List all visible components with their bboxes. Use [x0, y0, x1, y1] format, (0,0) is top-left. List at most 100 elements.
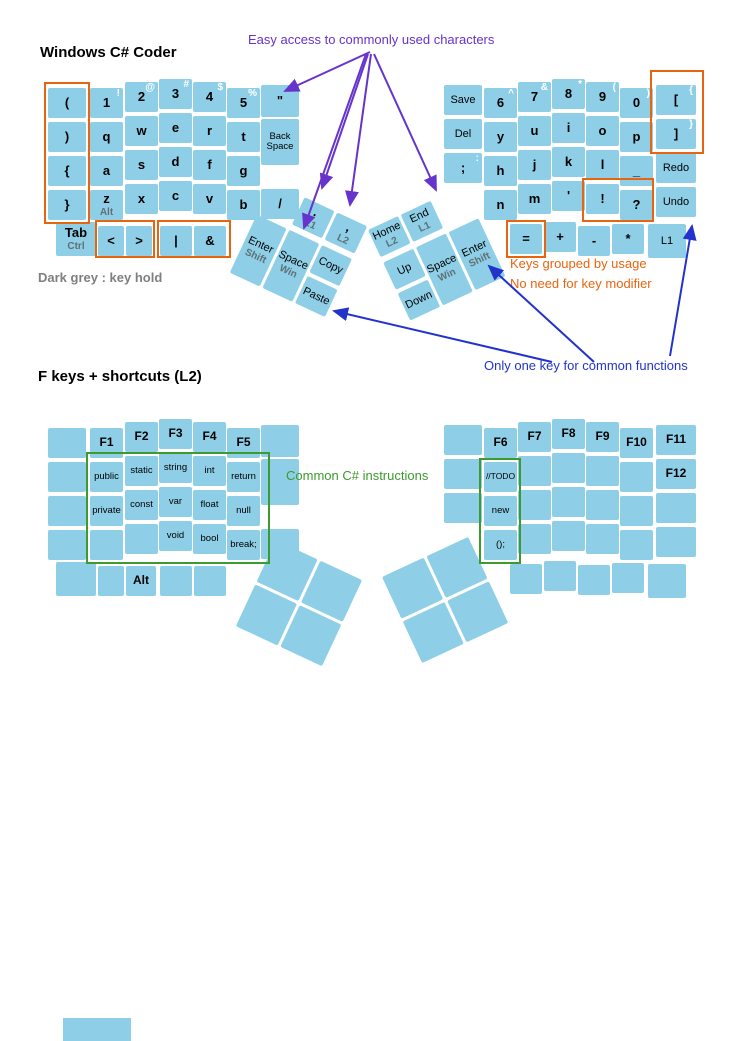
key-private: private	[90, 496, 123, 526]
highlight-csharp-right	[479, 458, 521, 564]
layer1-title: Windows C# Coder	[40, 44, 177, 61]
blank-key	[194, 566, 226, 596]
key-less-than: <	[98, 226, 124, 256]
blank-key	[552, 453, 585, 483]
key-f11: F11	[656, 425, 696, 455]
key-label: static	[130, 464, 153, 476]
key-ampersand: &	[194, 226, 226, 256]
key-null: null	[227, 496, 260, 526]
blank-key	[518, 456, 551, 486]
blank-key	[261, 459, 299, 505]
key-label: new	[491, 504, 510, 516]
easy-access-note: Easy access to commonly used characters	[248, 32, 495, 47]
key-f10: F10	[620, 428, 653, 458]
key-label: .	[311, 204, 321, 220]
highlight-excl-question	[582, 178, 654, 222]
key-static: static	[125, 456, 158, 486]
blank-key	[48, 530, 86, 560]
key-label: u	[530, 122, 539, 138]
blank-key	[656, 527, 696, 557]
key-2: @2	[125, 82, 158, 112]
layer2-title: F keys + shortcuts (L2)	[38, 368, 202, 385]
key-label: ;	[460, 159, 466, 175]
key-l1: L1	[648, 224, 686, 258]
key-label: ,	[343, 219, 354, 235]
key-h: h	[484, 156, 517, 186]
blank-key	[444, 493, 482, 523]
key-label: 9	[598, 88, 607, 104]
key-label: k	[564, 153, 573, 169]
key-label: var	[168, 495, 183, 507]
shift-label: }	[689, 119, 693, 130]
key-label: i	[566, 119, 571, 135]
key-label: p	[632, 128, 641, 144]
key-label: break;	[230, 538, 257, 550]
key-label: F12	[665, 466, 687, 481]
key-label: y	[496, 128, 505, 144]
blank-key	[620, 530, 653, 560]
blank-key	[586, 490, 619, 520]
key-parens-semicolon: ();	[484, 530, 517, 560]
hold-label: L1	[416, 219, 433, 235]
key-label: F11	[665, 432, 686, 447]
key-del: Del	[444, 119, 482, 149]
blank-key	[586, 456, 619, 486]
key-void: void	[159, 521, 192, 551]
shift-label: &	[540, 82, 548, 93]
shift-label: :	[475, 153, 479, 164]
key-n: n	[484, 190, 517, 220]
key-lbrace: {	[48, 156, 86, 186]
key-label: float	[200, 498, 219, 510]
highlight-brackets-left	[44, 82, 90, 224]
key-label: /	[278, 195, 282, 211]
hold-label: L2	[384, 234, 400, 250]
blue-arrow-paste-key	[332, 307, 553, 363]
key-g: g	[227, 156, 260, 186]
key-label: Del	[454, 127, 472, 140]
key-label: +	[556, 228, 564, 244]
shift-label: (	[612, 82, 616, 93]
shift-label: #	[183, 79, 189, 90]
no-modifier-note: No need for key modifier	[510, 276, 652, 291]
blank-key	[612, 563, 644, 593]
key-back-space: Back Space	[261, 119, 299, 165]
key-label: |	[174, 232, 178, 248]
key-label: ();	[496, 538, 505, 550]
key-label: const	[130, 498, 153, 510]
key-rparen: )	[48, 122, 86, 152]
key-label: 5	[239, 94, 248, 110]
key-label: private	[92, 504, 121, 516]
key-exclamation: !	[586, 184, 619, 214]
shift-label: !	[116, 88, 120, 99]
shift-label: $	[217, 82, 223, 93]
blank-key	[518, 490, 551, 520]
key-label: r	[206, 122, 213, 138]
key-l: l	[586, 150, 619, 180]
key-label: //TODO	[485, 471, 516, 482]
key-label: void	[166, 529, 185, 541]
key-question: ?	[620, 190, 653, 220]
key-m: m	[518, 184, 551, 214]
blank-key	[48, 462, 86, 492]
key-string: string	[159, 453, 192, 483]
key-label: (	[64, 94, 70, 110]
key-label: F2	[134, 429, 149, 444]
key-7: &7	[518, 82, 551, 112]
key-return: return	[227, 462, 260, 492]
key-label: ?	[632, 196, 641, 212]
key-label: F1	[99, 435, 114, 450]
hold-label: Alt	[99, 206, 114, 218]
key-b: b	[227, 190, 260, 220]
key-f9: F9	[586, 422, 619, 452]
key-label: <	[107, 232, 115, 248]
key-label: 6	[496, 94, 505, 110]
highlight-equals-key	[506, 220, 546, 258]
key-label: return	[231, 470, 256, 482]
key-label: 2	[137, 88, 146, 104]
key-label: F10	[626, 435, 647, 450]
key-label: Paste	[301, 285, 332, 308]
key-float: float	[193, 490, 226, 520]
key-label: &	[205, 232, 215, 248]
partial-key-bar	[63, 1018, 131, 1041]
